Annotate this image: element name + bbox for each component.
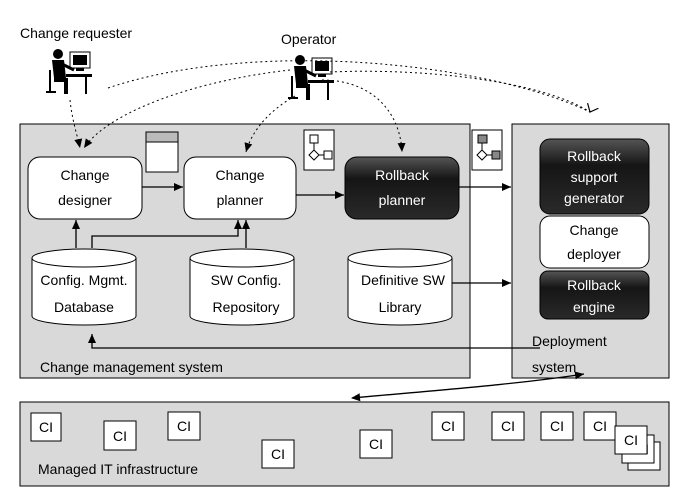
ci-item: CI (30, 412, 62, 442)
ci-item: CI (540, 411, 574, 441)
svg-text:CI: CI (550, 418, 564, 434)
svg-text:CI: CI (501, 418, 515, 434)
flowchart-document-icon-2 (471, 129, 503, 171)
change-management-system-label: Change management system (40, 359, 223, 375)
sw-config-repository-line2: Repository (213, 299, 280, 315)
ci-item: CI (261, 439, 295, 469)
svg-text:CI: CI (271, 446, 285, 462)
svg-text:CI: CI (39, 419, 53, 435)
svg-text:CI: CI (593, 418, 607, 434)
config-mgmt-database-line1: Config. Mgmt. (40, 272, 127, 288)
sw-config-repository-cylinder (189, 248, 295, 326)
rollback-support-generator-line1: Rollback (567, 148, 622, 164)
change-designer-box (27, 156, 143, 220)
rollback-support-generator-box (539, 138, 650, 215)
deployment-system-label-line2: system (532, 359, 576, 375)
rollback-engine-line1: Rollback (567, 277, 622, 293)
sw-config-repository-line1: SW Config. (211, 272, 282, 288)
change-deployer-line2: deployer (567, 246, 621, 262)
config-mgmt-database-line2: Database (54, 299, 114, 315)
rollback-planner-line1: Rollback (375, 167, 430, 183)
change-requester-person-at-computer-icon (46, 49, 92, 94)
change-deployer-box (539, 215, 650, 269)
ci-item: CI (491, 411, 525, 441)
ci-item: CI (359, 429, 393, 459)
change-planner-line2: planner (217, 192, 264, 208)
change-deployer-line1: Change (569, 222, 618, 238)
change-requester-label: Change requester (20, 25, 132, 41)
ci-items: CI CI CI CI CI CI CI CI CI CI CI CI (30, 411, 661, 471)
svg-text:CI: CI (177, 418, 191, 434)
svg-text:CI: CI (441, 418, 455, 434)
deployment-system-label-line1: Deployment (532, 333, 607, 349)
ci-item: CI (583, 411, 617, 441)
change-planner-line1: Change (215, 167, 264, 183)
flowchart-document-icon (303, 129, 335, 171)
config-mgmt-database-cylinder (31, 248, 137, 326)
document-icon (145, 131, 179, 173)
svg-text:CI: CI (369, 436, 383, 452)
svg-text:CI: CI (624, 432, 638, 448)
change-designer-line2: designer (58, 192, 112, 208)
ci-stack: CI CI CI (614, 425, 661, 471)
definitive-sw-library-cylinder (347, 248, 453, 326)
dotted-interaction-arrows (69, 60, 599, 153)
rollback-engine-box (539, 270, 650, 320)
definitive-sw-library-line2: Library (379, 299, 422, 315)
operator-label: Operator (281, 31, 337, 47)
rollback-support-generator-line2: support (571, 169, 618, 185)
definitive-sw-library-line1: Definitive SW (361, 272, 446, 288)
svg-text:CI: CI (113, 428, 127, 444)
solid-flow-arrows (72, 183, 585, 402)
ci-item: CI (431, 411, 465, 441)
change-planner-box (183, 156, 297, 220)
operator-person-at-computer-icon (288, 55, 334, 100)
ci-item: CI (103, 420, 137, 451)
ci-item: CI (167, 411, 201, 441)
rollback-engine-line2: engine (573, 299, 615, 315)
rollback-support-generator-line3: generator (564, 190, 624, 206)
managed-it-infrastructure-label: Managed IT infrastructure (38, 461, 198, 477)
rollback-planner-line2: planner (379, 192, 426, 208)
rollback-planner-box (344, 156, 460, 220)
change-designer-line1: Change (60, 167, 109, 183)
